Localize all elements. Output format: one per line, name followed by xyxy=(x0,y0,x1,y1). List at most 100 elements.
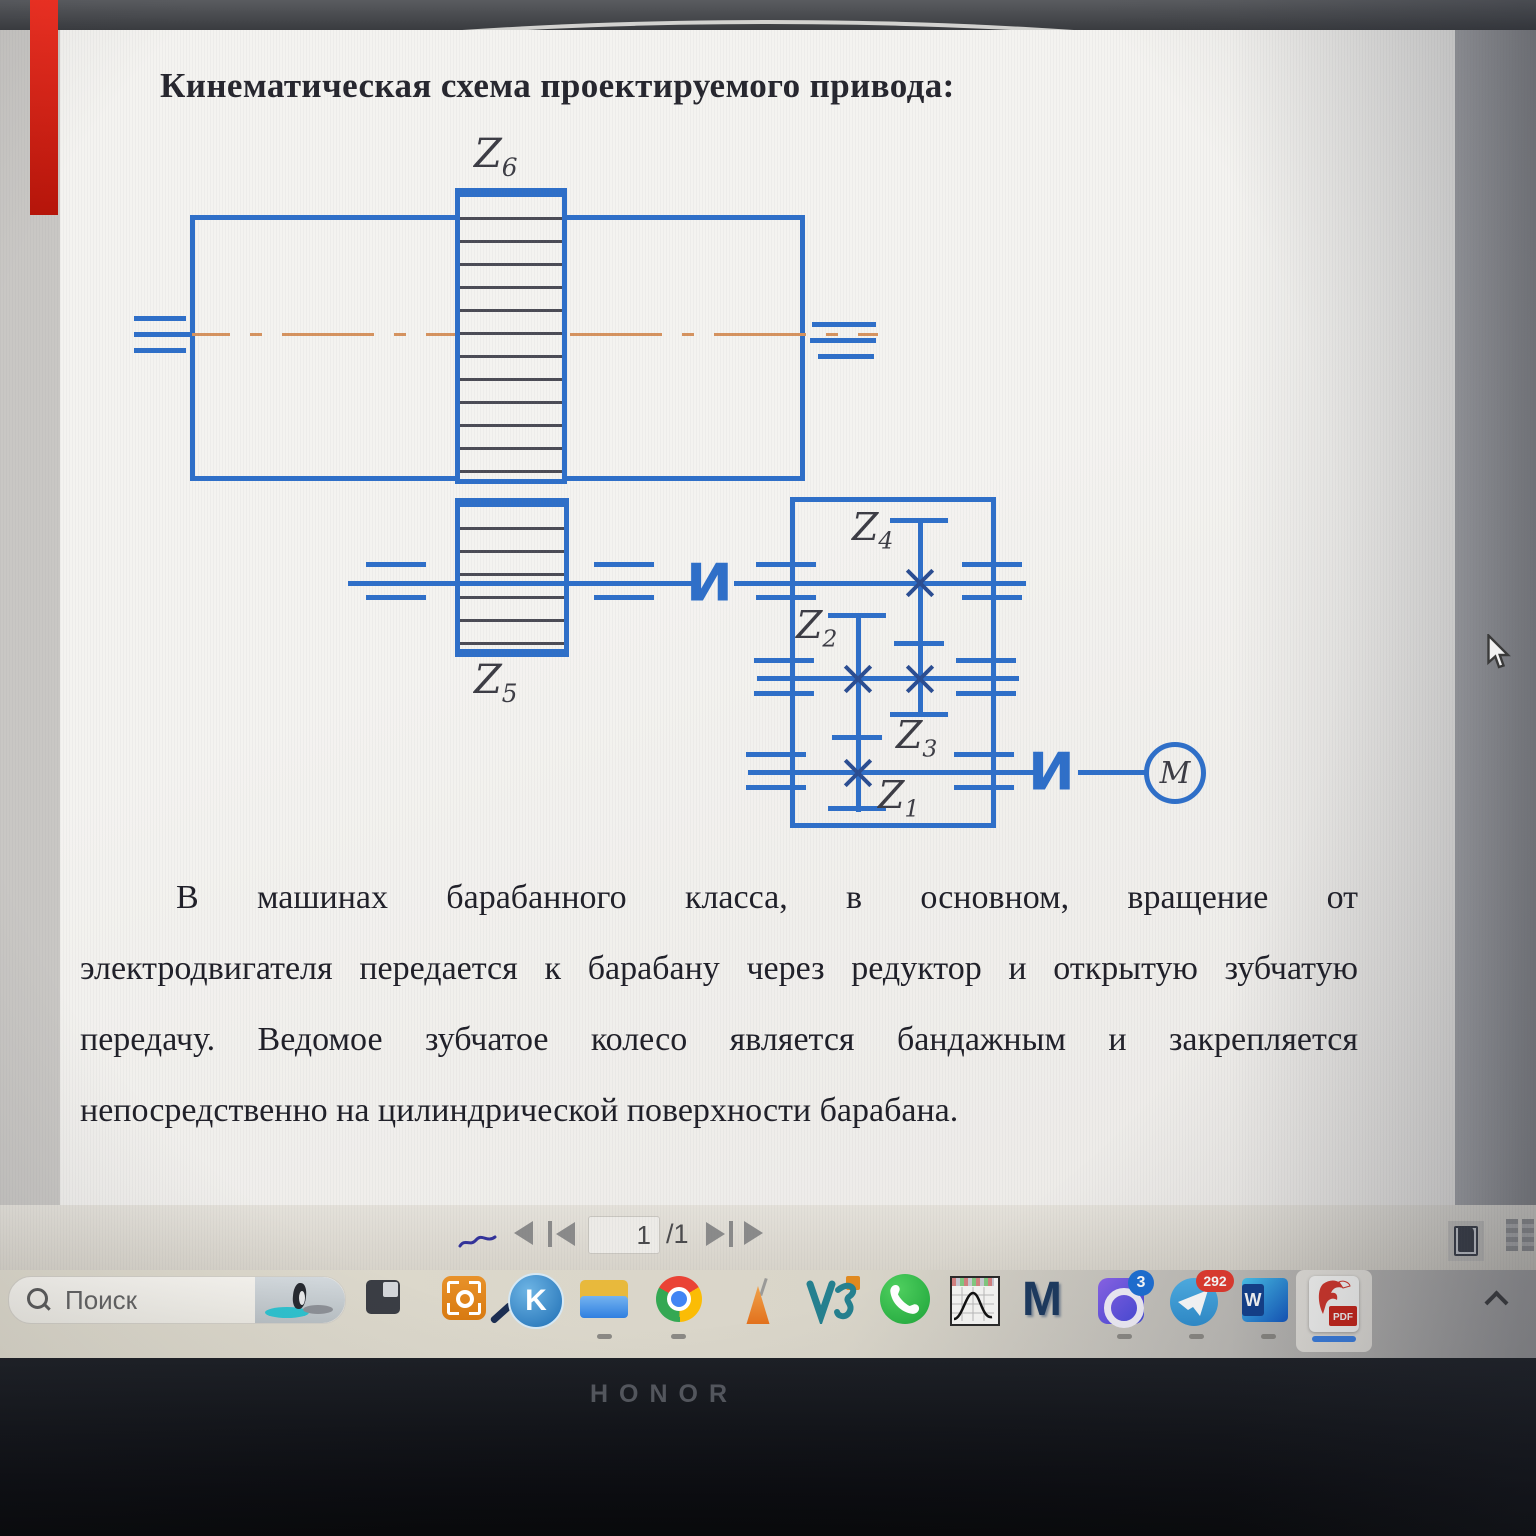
paragraph-line: передачу. Ведомое зубчатое колесо являет… xyxy=(80,1021,1358,1058)
task-view-icon xyxy=(383,1282,398,1297)
motor-circle: M xyxy=(1144,742,1206,804)
notification-badge: 3 xyxy=(1128,1270,1154,1296)
mathcad-letter: M xyxy=(1022,1273,1062,1326)
last-page-button[interactable] xyxy=(706,1222,725,1246)
label-z1: Z1 xyxy=(878,773,920,823)
gear-fixing-cross xyxy=(902,661,938,697)
mouse-cursor xyxy=(1487,634,1511,669)
search-placeholder: Поиск xyxy=(65,1285,138,1315)
drum-right-bearing-line xyxy=(812,322,876,327)
laptop-brand: HONOR xyxy=(590,1380,739,1408)
reducer-input-shaft xyxy=(748,770,1038,775)
notification-badge: 292 xyxy=(1196,1270,1234,1292)
next-page-button[interactable] xyxy=(744,1221,763,1245)
prev-page-button[interactable] xyxy=(514,1221,533,1245)
gear-z2-z1-line xyxy=(856,616,861,812)
file-explorer-button[interactable] xyxy=(580,1280,628,1320)
ink-scribble xyxy=(458,1235,497,1248)
search-box[interactable]: Поиск xyxy=(8,1276,346,1324)
shaft-bearing xyxy=(594,562,654,600)
edge-glyphs xyxy=(1506,1219,1534,1251)
drum-right-bearing-line xyxy=(818,354,874,359)
red-marker-strip xyxy=(30,0,58,215)
tray-chevron-button[interactable] xyxy=(1482,1284,1510,1315)
task-view-button[interactable] xyxy=(366,1280,400,1314)
coupling-symbol: И xyxy=(686,553,733,614)
running-indicator xyxy=(1117,1334,1132,1339)
flask-app-button[interactable] xyxy=(738,1277,778,1324)
word-button[interactable]: W xyxy=(1242,1278,1288,1322)
motor-shaft xyxy=(1078,770,1146,775)
screenshot-tool-button[interactable] xyxy=(442,1276,486,1320)
pdf-viewer-left-gutter xyxy=(0,30,62,1206)
shaft-bearing xyxy=(962,562,1022,600)
gear-cap xyxy=(828,806,886,811)
pdf-viewer-right-gutter xyxy=(1455,30,1536,1206)
windows-taskbar: Поиск K xyxy=(0,1270,1536,1358)
drum-left-bearing-line xyxy=(134,316,186,321)
pdf-label: PDF xyxy=(1333,1312,1353,1323)
paragraph-line: В машинах барабанного класса, в основном… xyxy=(176,879,1358,916)
reducer-middle-shaft xyxy=(757,676,1019,681)
body-paragraph: В машинах барабанного класса, в основном… xyxy=(80,862,1358,1146)
shaft-bearing xyxy=(366,562,426,600)
gear-cap xyxy=(828,613,886,618)
first-page-button[interactable] xyxy=(548,1221,552,1247)
paragraph-line: непосредственно на цилиндрической поверх… xyxy=(80,1092,959,1129)
kompas-3d-button[interactable]: K xyxy=(489,1272,564,1329)
camera-icon xyxy=(456,1290,474,1308)
search-highlight-image xyxy=(255,1277,345,1323)
gear-z5-column xyxy=(455,498,569,657)
gear-cap xyxy=(894,641,944,646)
pdf-reader-button[interactable]: PDF xyxy=(1296,1270,1372,1352)
thumbnails-panel-button[interactable] xyxy=(1448,1221,1484,1261)
running-indicator xyxy=(1189,1334,1204,1339)
label-z6: Z6 xyxy=(474,131,518,182)
gear-fixing-cross xyxy=(902,565,938,601)
open-gear-shaft xyxy=(348,581,696,586)
page-title: Кинематическая схема проектируемого прив… xyxy=(160,66,955,105)
whatsapp-button[interactable] xyxy=(880,1274,930,1324)
running-indicator xyxy=(671,1334,686,1339)
document-page xyxy=(60,30,1456,1206)
chrome-button[interactable] xyxy=(656,1276,702,1322)
last-page-button[interactable] xyxy=(729,1221,733,1247)
rod-icon xyxy=(759,1277,768,1297)
running-indicator xyxy=(597,1334,612,1339)
first-page-button[interactable] xyxy=(556,1222,575,1246)
active-app-indicator xyxy=(1312,1336,1356,1342)
drum-right-bearing-line xyxy=(810,338,876,343)
running-indicator xyxy=(1261,1334,1276,1339)
gear-cap xyxy=(832,735,882,740)
page-number-input[interactable] xyxy=(588,1216,660,1254)
coupling-symbol: И xyxy=(1028,742,1075,803)
vector-app-button[interactable] xyxy=(804,1276,862,1324)
mathcad-button[interactable]: M xyxy=(1022,1272,1078,1326)
gear-z4-z3-line xyxy=(918,521,923,717)
search-icon xyxy=(42,1302,51,1311)
pdf-toolbar: /1 xyxy=(0,1205,1536,1271)
shaft-bearing xyxy=(954,752,1014,790)
drum-left-bearing-line xyxy=(134,332,192,337)
page-total-label: /1 xyxy=(666,1219,689,1249)
reducer-output-shaft xyxy=(734,581,1026,586)
label-z3: Z3 xyxy=(896,713,938,763)
shaft-bearing xyxy=(956,658,1016,696)
screen-glare-arc xyxy=(0,20,1536,364)
label-z5: Z5 xyxy=(474,657,518,708)
gear-cap xyxy=(890,712,948,717)
label-z2: Z2 xyxy=(796,603,838,653)
shaft-bearing xyxy=(754,658,814,696)
chevron-up-icon xyxy=(1484,1290,1509,1315)
gear-cap xyxy=(890,518,948,523)
shaft-bearing xyxy=(756,562,816,600)
flask-icon xyxy=(746,1286,770,1324)
paragraph-line: электродвигателя передается к барабану ч… xyxy=(80,950,1358,987)
shaft-bearing xyxy=(746,752,806,790)
thumbnails-panel-icon xyxy=(1454,1226,1478,1256)
label-z4: Z4 xyxy=(852,505,894,555)
graph-plotter-button[interactable] xyxy=(950,1276,1000,1326)
kompas-letter: K xyxy=(525,1284,547,1317)
gear-fixing-cross xyxy=(840,661,876,697)
